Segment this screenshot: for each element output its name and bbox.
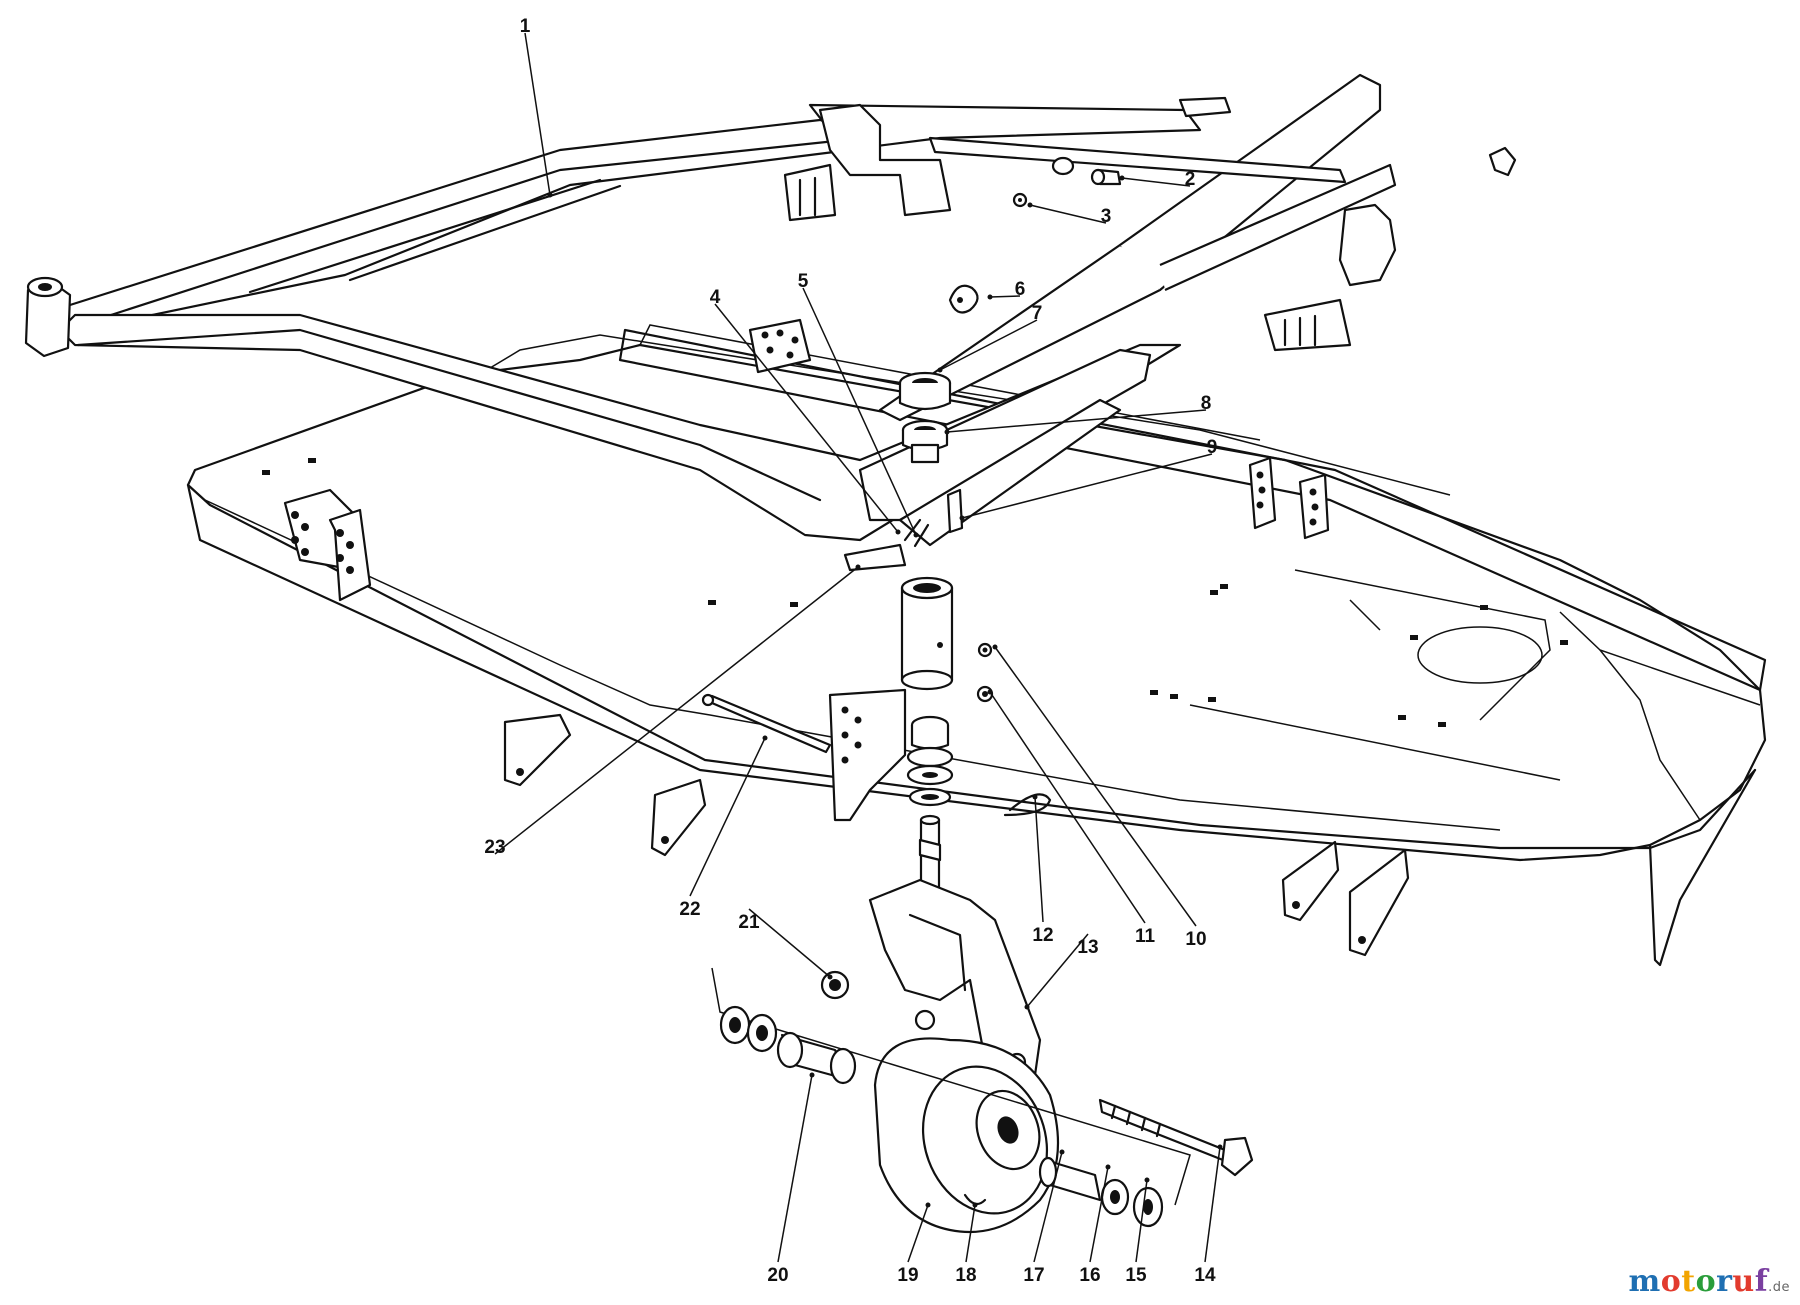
part-number-17: 17 <box>1023 1265 1044 1286</box>
bearing-stack <box>898 371 952 464</box>
part-number-18: 18 <box>955 1265 976 1286</box>
leader-tip-19 <box>925 1202 931 1208</box>
part-number-21: 21 <box>738 912 760 933</box>
watermark-suffix: .de <box>1768 1280 1790 1295</box>
part-number-7: 7 <box>1032 303 1043 324</box>
part-number-3: 3 <box>1101 206 1112 227</box>
part-number-19: 19 <box>897 1265 918 1286</box>
leader-line-15 <box>1135 1179 1148 1263</box>
leader-tip-17 <box>1059 1149 1065 1155</box>
part-number-16: 16 <box>1079 1265 1100 1286</box>
leader-line-13 <box>1026 933 1089 1008</box>
part-number-20: 20 <box>767 1265 788 1286</box>
leader-line-7 <box>939 319 1038 371</box>
watermark-letter: o <box>1660 1264 1682 1299</box>
leader-tip-14 <box>1217 1144 1223 1150</box>
part-number-5: 5 <box>798 271 809 292</box>
leader-lines <box>494 32 1223 1263</box>
leader-tip-21 <box>827 974 833 980</box>
leader-line-18 <box>965 1204 976 1263</box>
leader-tip-6 <box>987 294 993 300</box>
leader-tip-8 <box>944 429 950 435</box>
leader-tip-5 <box>913 532 919 538</box>
leader-line-6 <box>989 295 1021 298</box>
part-number-1: 1 <box>520 16 531 37</box>
leader-line-23 <box>494 566 859 855</box>
axle-left-parts <box>711 967 1191 1206</box>
leader-tip-7 <box>937 367 943 373</box>
leader-line-19 <box>907 1204 929 1263</box>
leader-tip-11 <box>987 689 993 695</box>
leader-tip-20 <box>809 1072 815 1078</box>
leader-tip-15 <box>1144 1177 1150 1183</box>
part-number-23: 23 <box>484 837 505 858</box>
leader-line-16 <box>1089 1166 1109 1263</box>
leader-line-9 <box>961 453 1213 519</box>
watermark-letter: f <box>1754 1264 1769 1299</box>
leader-tip-4 <box>895 529 901 535</box>
caster-bracket-plate <box>701 688 907 822</box>
leader-line-22 <box>689 737 766 897</box>
leader-line-11 <box>989 691 1146 924</box>
part-number-9: 9 <box>1207 437 1218 458</box>
watermark-letter: r <box>1716 1264 1733 1299</box>
watermark-brand: motoruf <box>1628 1264 1768 1299</box>
leader-line-3 <box>1029 204 1107 224</box>
leader-line-4 <box>714 303 899 533</box>
leader-line-5 <box>802 287 917 536</box>
leader-line-17 <box>1033 1151 1063 1263</box>
leader-tip-18 <box>972 1202 978 1208</box>
leader-tip-22 <box>762 735 768 741</box>
leader-line-1 <box>524 32 551 196</box>
leader-tip-16 <box>1105 1164 1111 1170</box>
watermark-letter: u <box>1732 1264 1755 1299</box>
leader-line-10 <box>994 646 1197 927</box>
deck-hitch-brackets <box>283 318 1330 602</box>
part-number-11: 11 <box>1135 926 1156 947</box>
leader-tip-10 <box>992 644 998 650</box>
part-number-4: 4 <box>710 287 721 308</box>
leader-line-21 <box>748 908 831 978</box>
part-number-15: 15 <box>1125 1265 1147 1286</box>
deck-front-tabs <box>503 713 1410 957</box>
watermark-letter: t <box>1681 1264 1696 1299</box>
part-number-12: 12 <box>1032 925 1053 946</box>
part-number-13: 13 <box>1077 937 1098 958</box>
watermark-letter: m <box>1628 1264 1661 1299</box>
leader-line-20 <box>777 1074 813 1263</box>
leader-tip-13 <box>1024 1004 1030 1010</box>
leader-tip-23 <box>855 564 861 570</box>
part-number-8: 8 <box>1201 393 1212 414</box>
leader-tip-1 <box>547 192 553 198</box>
leader-line-14 <box>1204 1146 1221 1263</box>
part-number-10: 10 <box>1185 929 1206 950</box>
main-frame <box>24 73 1517 547</box>
part-number-22: 22 <box>679 899 700 920</box>
part-number-14: 14 <box>1194 1265 1216 1286</box>
leader-line-2 <box>1121 177 1191 187</box>
caster-wheel <box>873 1037 1060 1234</box>
watermark-letter: o <box>1695 1264 1717 1299</box>
leader-line-8 <box>946 409 1207 433</box>
caster-socket <box>843 543 954 691</box>
leader-tip-3 <box>1027 202 1033 208</box>
axle-right-parts <box>1038 1098 1254 1228</box>
leader-tip-12 <box>1032 794 1038 800</box>
leader-tip-9 <box>959 515 965 521</box>
mower-deck <box>186 324 1767 967</box>
leader-tip-2 <box>1119 175 1125 181</box>
watermark-logo: motoruf.de <box>1628 1264 1790 1299</box>
leader-line-12 <box>1034 796 1044 923</box>
part-number-2: 2 <box>1185 169 1196 190</box>
part-number-6: 6 <box>1015 279 1026 300</box>
